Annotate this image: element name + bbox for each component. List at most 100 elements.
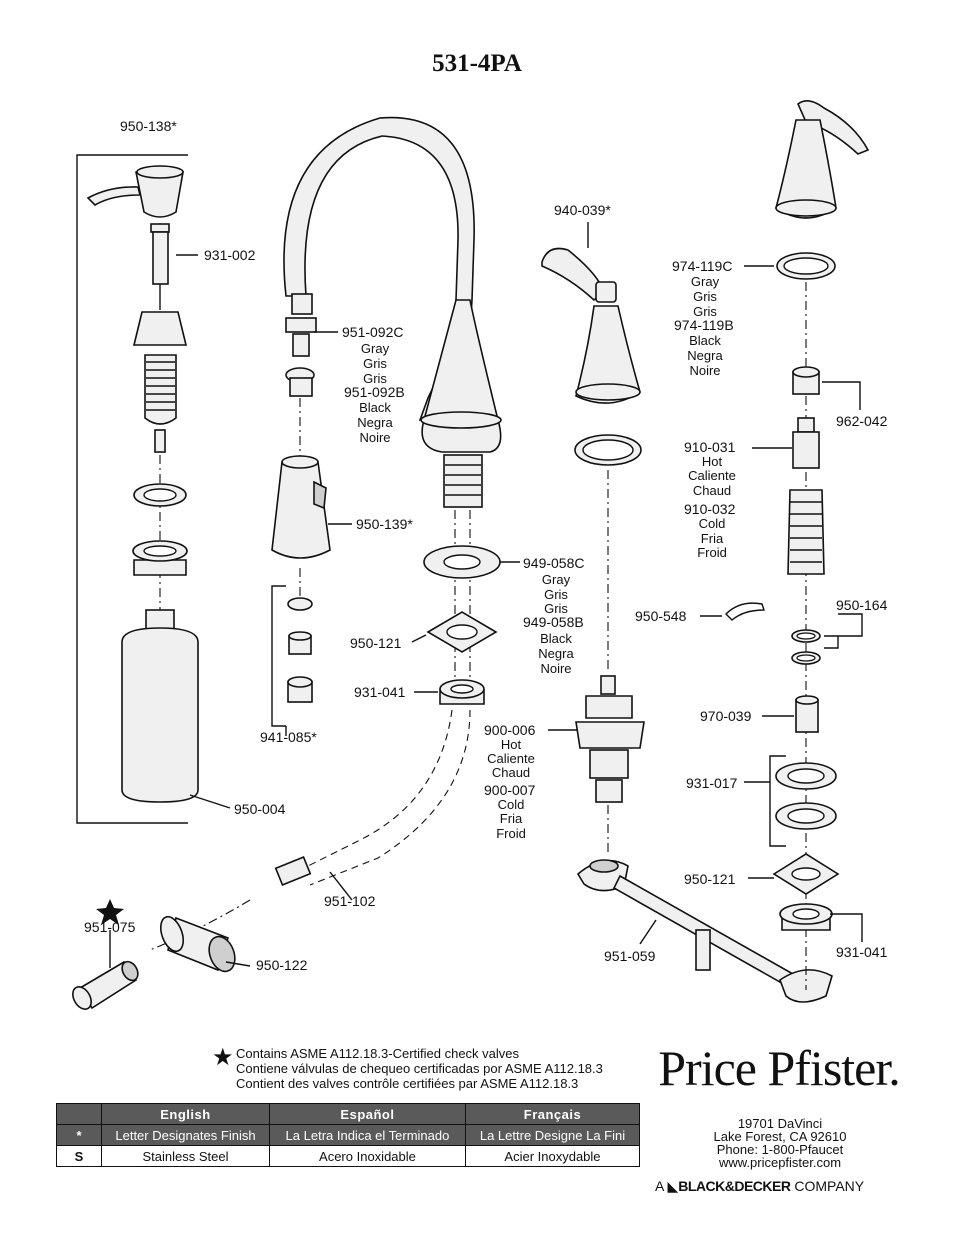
black-fr-3: Noire <box>689 363 720 378</box>
brand-address: 19701 DaVinci Lake Forest, CA 92610 Phon… <box>690 1117 870 1169</box>
gray-fr: Gris <box>363 371 387 386</box>
table-header-english: English <box>101 1103 270 1125</box>
gray-en: Gray <box>361 341 390 356</box>
hot-en: Hot <box>501 737 522 752</box>
black-en-2: Black <box>540 631 572 646</box>
label-949-058b: 949-058B <box>523 614 584 630</box>
gray-es: Gris <box>363 356 387 371</box>
label-931-041-left: 931-041 <box>354 684 406 700</box>
phone-line: Phone: 1-800-Pfaucet <box>716 1142 844 1157</box>
soap-dispenser-group <box>76 154 199 824</box>
leader-lines <box>109 222 863 968</box>
label-950-138: 950-138* <box>120 118 177 134</box>
table-header-row: English Español Français <box>56 1103 641 1125</box>
gray-en-3: Gray <box>691 274 720 289</box>
black-en: Black <box>359 400 391 415</box>
label-951-092c: 951-092C <box>342 324 404 340</box>
label-910-031: 910-031 <box>684 439 736 455</box>
gray-es-3: Gris <box>693 289 717 304</box>
hot-fr-2: Chaud <box>693 483 731 498</box>
right-valve-group <box>725 100 870 990</box>
company-prefix: A <box>655 1178 664 1194</box>
label-931-002: 931-002 <box>204 247 256 263</box>
parent-company: A ◣BLACK&DECKER COMPANY <box>655 1178 864 1195</box>
table-header-french: Français <box>464 1103 641 1125</box>
black-es-3: Negra <box>687 348 723 363</box>
certification-note: ★ Contains ASME A112.18.3-Certified chec… <box>212 1044 603 1092</box>
company-suffix: COMPANY <box>794 1178 865 1194</box>
table-cell: Acero Inoxidable <box>268 1145 466 1167</box>
table-cell: Stainless Steel <box>101 1145 270 1167</box>
label-950-122: 950-122 <box>256 957 308 973</box>
label-951-102: 951-102 <box>324 893 376 909</box>
black-fr-2: Noire <box>540 661 571 676</box>
table-cell: La Lettre Designe La Fini <box>464 1124 641 1146</box>
label-941-085: 941-085* <box>260 729 317 745</box>
black-en-3: Black <box>689 333 721 348</box>
gray-es-2: Gris <box>544 587 568 602</box>
label-900-006: 900-006 <box>484 722 536 738</box>
hot-es-2: Caliente <box>688 468 736 483</box>
black-decker-logo-icon: ◣ <box>667 1178 679 1194</box>
label-951-092b: 951-092B <box>344 384 405 400</box>
label-931-041-right: 931-041 <box>836 944 888 960</box>
cold-en: Cold <box>498 797 525 812</box>
cold-fr: Froid <box>496 826 526 841</box>
gray-fr-3: Gris <box>693 304 717 319</box>
label-950-548: 950-548 <box>635 608 687 624</box>
gray-en-2: Gray <box>542 572 571 587</box>
black-es: Negra <box>357 415 393 430</box>
label-950-121-right: 950-121 <box>684 871 736 887</box>
table-row: S Stainless Steel Acero Inoxidable Acier… <box>56 1145 641 1167</box>
brand-logo-block: Price Pfister. <box>654 1040 904 1096</box>
black-es-2: Negra <box>538 646 574 661</box>
left-valve-group <box>541 247 833 1003</box>
label-951-075: 951-075 <box>84 919 136 935</box>
certified-star-icon <box>96 899 124 925</box>
cold-fr-2: Froid <box>697 545 727 560</box>
check-valve-group <box>72 899 236 1010</box>
gray-fr-2: Gris <box>544 601 568 616</box>
spout-group <box>149 116 502 951</box>
hot-es: Caliente <box>487 751 535 766</box>
table-cell: Letter Designates Finish <box>101 1124 270 1146</box>
label-950-164: 950-164 <box>836 597 888 613</box>
table-header-spanish: Español <box>268 1103 466 1125</box>
label-950-139: 950-139* <box>356 516 413 532</box>
table-cell-code: S <box>56 1145 102 1167</box>
label-974-119c: 974-119C <box>672 258 732 274</box>
cold-es: Fria <box>500 811 523 826</box>
label-900-007: 900-007 <box>484 782 536 798</box>
address-line: 19701 DaVinci <box>737 1116 823 1131</box>
table-header-code <box>56 1103 102 1125</box>
label-940-039: 940-039* <box>554 202 611 218</box>
finish-table: English Español Français * Letter Design… <box>56 1103 641 1167</box>
part-labels: 950-138* 931-002 950-004 951-092C Gray G… <box>84 118 888 973</box>
label-962-042: 962-042 <box>836 413 888 429</box>
table-cell: La Letra Indica el Terminado <box>268 1124 466 1146</box>
label-951-059: 951-059 <box>604 948 656 964</box>
label-950-004: 950-004 <box>234 801 286 817</box>
cold-en-2: Cold <box>699 516 726 531</box>
label-974-119b: 974-119B <box>674 317 734 333</box>
label-970-039: 970-039 <box>700 708 752 724</box>
table-cell: Acier Inoxydable <box>464 1145 641 1167</box>
company-name: BLACK&DECKER <box>678 1178 791 1194</box>
hot-en-2: Hot <box>702 454 723 469</box>
label-950-121-left: 950-121 <box>350 635 402 651</box>
label-949-058c: 949-058C <box>523 555 585 571</box>
exploded-parts-diagram: 950-138* 931-002 950-004 951-092C Gray G… <box>72 100 888 1010</box>
website-link: www.pricepfister.com <box>718 1155 842 1170</box>
model-title: 531-4PA <box>432 50 522 77</box>
note-line-es: Contiene válvulas de chequeo certificada… <box>236 1061 603 1076</box>
black-fr: Noire <box>359 430 390 445</box>
table-row: * Letter Designates Finish La Letra Indi… <box>56 1124 641 1146</box>
hot-fr: Chaud <box>492 765 530 780</box>
note-line-en: Contains ASME A112.18.3-Certified check … <box>236 1046 520 1061</box>
cold-es-2: Fria <box>701 531 724 546</box>
table-cell-code: * <box>56 1124 102 1146</box>
label-931-017: 931-017 <box>686 775 738 791</box>
star-icon: ★ <box>212 1044 234 1071</box>
label-910-032: 910-032 <box>684 501 736 517</box>
address-line: Lake Forest, CA 92610 <box>713 1129 847 1144</box>
